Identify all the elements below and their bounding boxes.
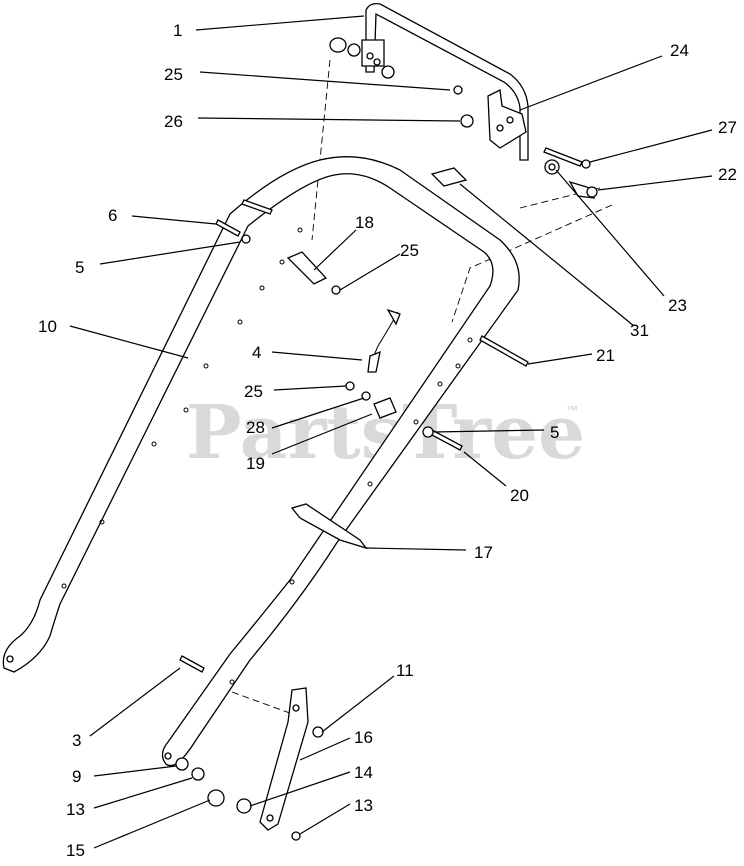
callout-14: 14 — [354, 763, 373, 782]
cable-guide-18 — [286, 251, 341, 295]
callout-labels: 1 24 25 26 27 22 6 18 25 5 23 10 31 21 4… — [38, 21, 737, 860]
bracket-24 — [487, 89, 527, 149]
callout-9: 9 — [72, 767, 81, 786]
callout-3: 3 — [72, 731, 81, 750]
callout-16: 16 — [354, 728, 373, 747]
bolts-upper-left — [215, 199, 273, 244]
callout-26: 26 — [164, 112, 183, 131]
lower-handle — [2, 156, 520, 767]
handle-knobs — [329, 37, 474, 128]
callout-13-right: 13 — [354, 796, 373, 815]
callout-21: 21 — [596, 346, 615, 365]
callout-1: 1 — [173, 21, 182, 40]
upper-handle — [361, 2, 529, 161]
watermark-tm: ™ — [566, 403, 578, 417]
callout-25-low: 25 — [244, 382, 263, 401]
callout-27: 27 — [718, 118, 737, 137]
bolts-right — [422, 335, 529, 451]
decal-31 — [430, 167, 468, 187]
wire-harness-4 — [367, 308, 401, 373]
callout-18: 18 — [355, 213, 374, 232]
callout-15: 15 — [66, 841, 85, 860]
callout-5-left: 5 — [75, 258, 84, 277]
callout-31: 31 — [630, 321, 649, 340]
callout-17: 17 — [474, 543, 493, 562]
callout-10: 10 — [38, 317, 57, 336]
callout-19: 19 — [246, 454, 265, 473]
leader-lines — [69, 15, 713, 849]
fasteners-right-top — [543, 147, 598, 199]
callout-13-left: 13 — [66, 800, 85, 819]
callout-25-mid: 25 — [400, 241, 419, 260]
callout-22: 22 — [718, 165, 737, 184]
lower-parts — [175, 655, 324, 841]
callout-6: 6 — [108, 206, 117, 225]
callout-23: 23 — [668, 296, 687, 315]
callout-28: 28 — [246, 418, 265, 437]
callout-20: 20 — [510, 486, 529, 505]
callout-25-top: 25 — [164, 65, 183, 84]
callout-11: 11 — [396, 661, 414, 680]
callout-4: 4 — [252, 343, 261, 362]
callout-5-right: 5 — [550, 423, 559, 442]
callout-24: 24 — [670, 41, 689, 60]
